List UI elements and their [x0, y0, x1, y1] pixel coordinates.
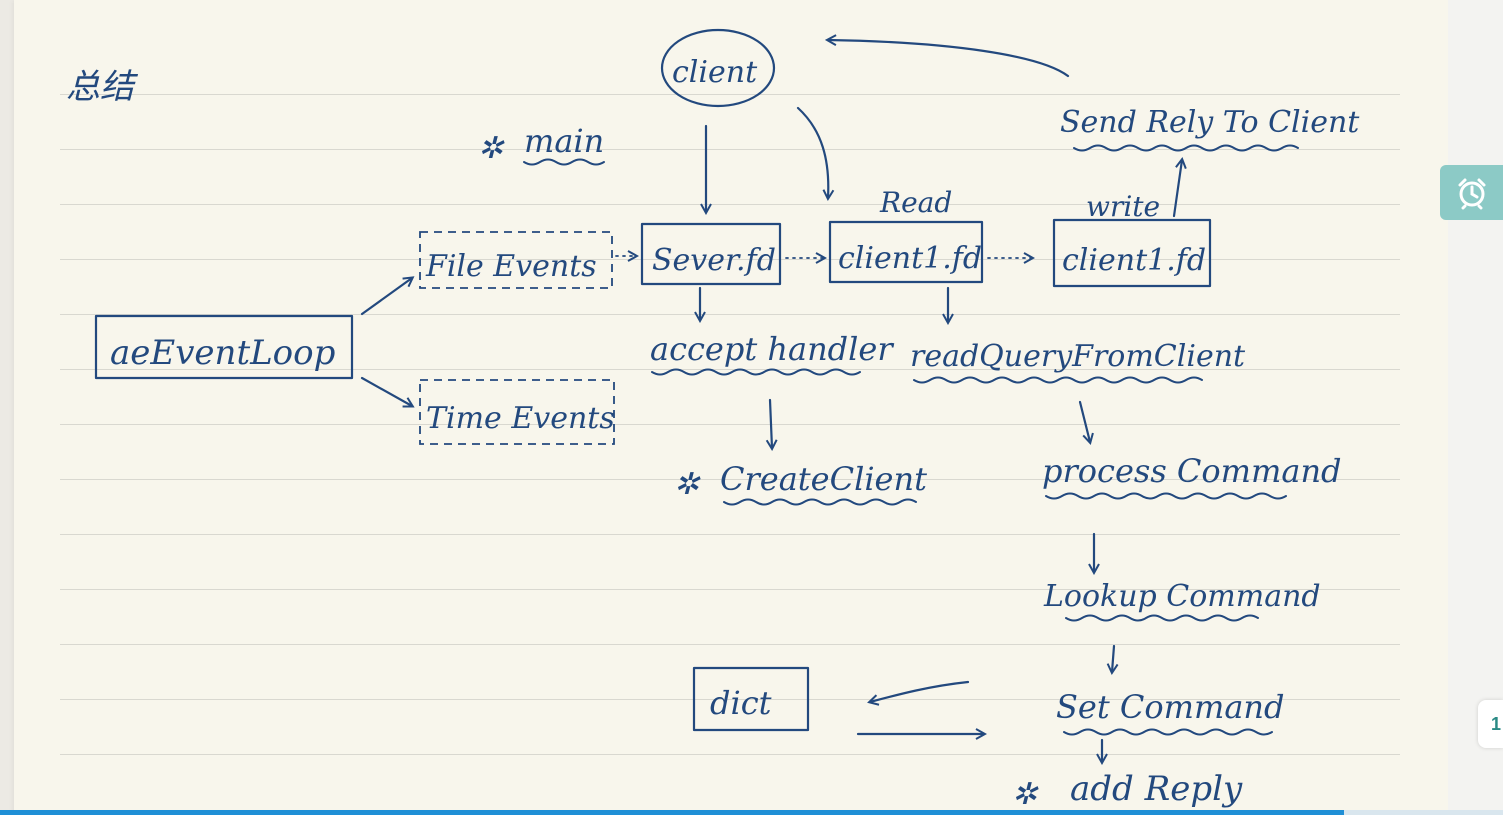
star-icon: ✲: [478, 131, 505, 166]
time-events-label: Time Events: [426, 401, 615, 436]
progress-bar[interactable]: [0, 810, 1503, 815]
accept-handler-label: accept handler: [650, 330, 894, 368]
read-query-underline: [913, 376, 1203, 384]
main-label: main: [524, 122, 604, 160]
page-number: 1: [1490, 713, 1501, 734]
lookup-command-underline: [1065, 614, 1259, 622]
set-command-underline: [1063, 728, 1273, 736]
create-client-label: CreateClient: [720, 460, 927, 498]
lookup-command-label: Lookup Command: [1043, 579, 1321, 614]
loop-to-time-events-arrow: [360, 376, 412, 406]
dict-box: [692, 666, 810, 732]
write-to-reply-arrow: [1172, 160, 1182, 218]
star-icon: ✲: [1012, 777, 1039, 812]
server-fd-label: Sever.fd: [652, 243, 776, 278]
read-query-label: readQueryFromClient: [910, 339, 1246, 374]
dict-label: dict: [710, 684, 772, 722]
create-client-underline: [723, 498, 917, 506]
client-node-border: [660, 28, 776, 108]
notebook-page: [14, 0, 1448, 815]
readquery-to-process-arrow: [1078, 400, 1090, 442]
process-command-label: process Command: [1042, 452, 1342, 490]
file-events-label: File Events: [425, 249, 597, 284]
server-fd-box: [640, 222, 782, 286]
reply-to-client-arrow: [828, 40, 1070, 78]
set-command-label: Set Command: [1056, 688, 1285, 726]
send-reply-label: Send Rely To Client: [1060, 105, 1360, 140]
title-text: 总结: [66, 67, 139, 107]
event-loop-label: aeEventLoop: [110, 333, 335, 373]
progress-fill: [0, 810, 1344, 815]
alarm-button[interactable]: [1440, 165, 1503, 220]
client-fd-read-label: client1.fd: [838, 241, 982, 276]
write-label: write: [1086, 190, 1160, 223]
file-events-box: [419, 231, 613, 289]
client-node-label: client: [672, 55, 758, 90]
add-reply-label: add Reply: [1070, 769, 1243, 809]
star-icon: ✲: [674, 467, 701, 502]
accept-to-createclient-arrow: [770, 398, 772, 448]
event-loop-box: [94, 314, 354, 380]
send-reply-underline: [1073, 144, 1299, 152]
lookup-to-set-arrow: [1112, 644, 1114, 672]
read-label: Read: [879, 186, 952, 219]
main-underline: [523, 158, 605, 166]
time-events-box: [419, 379, 615, 445]
client-fd-read-box: [828, 220, 984, 284]
page-indicator-tab[interactable]: 1: [1478, 700, 1503, 748]
process-command-underline: [1045, 492, 1287, 500]
client-fd-write-label: client1.fd: [1062, 243, 1206, 278]
client-fd-write-box: [1052, 218, 1212, 288]
loop-to-file-events-arrow: [360, 278, 412, 316]
right-rail: [1448, 0, 1503, 815]
accept-handler-underline: [651, 368, 861, 376]
client-to-clientfd-arrow: [796, 106, 828, 198]
set-to-dict-arrow: [870, 680, 970, 702]
alarm-clock-icon: [1458, 178, 1485, 209]
